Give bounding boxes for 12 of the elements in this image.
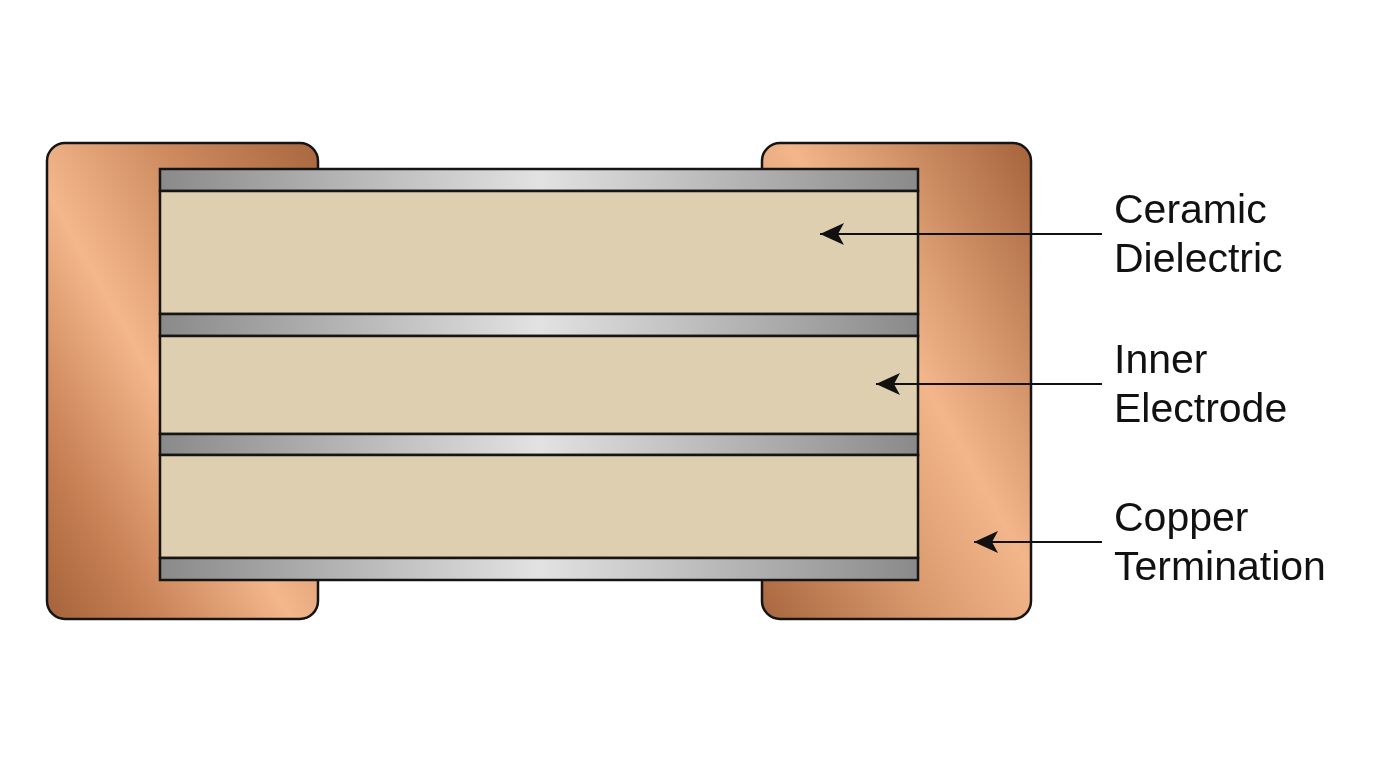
dielectric-layer [158,334,920,436]
dielectric-layer [158,453,920,560]
electrode-layer [158,167,920,193]
electrode-layer [158,556,920,582]
electrode-layer [158,432,920,457]
part-label: Inner Electrode [1114,335,1288,433]
electrode-layer [158,312,920,338]
part-label: Copper Termination [1114,493,1326,591]
part-label: Ceramic Dielectric [1114,185,1283,283]
leader-line [974,531,1102,553]
dielectric-layer [158,189,920,316]
leader-line [876,373,1102,395]
